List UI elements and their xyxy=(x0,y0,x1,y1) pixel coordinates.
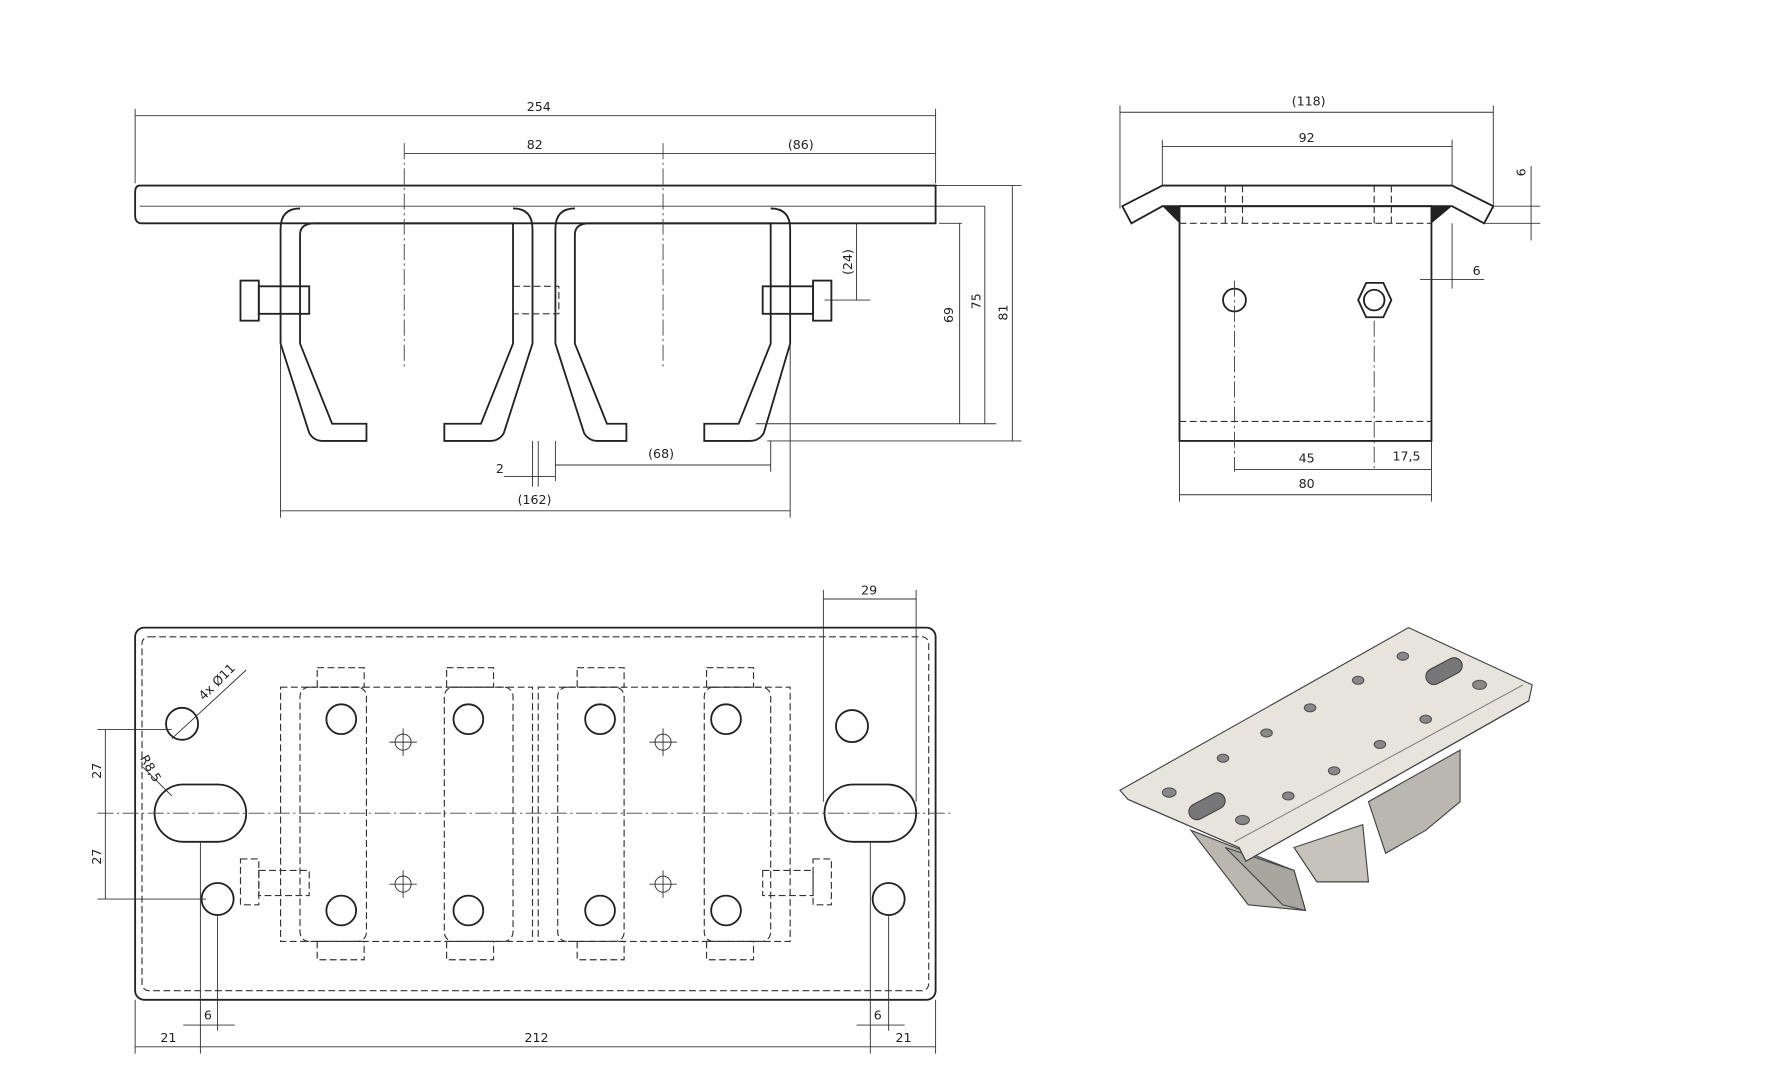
dim-118: (118) xyxy=(1292,93,1326,108)
isometric-view xyxy=(1119,626,1533,912)
mount-hole xyxy=(165,706,200,741)
dim-21-right: 21 xyxy=(896,1030,912,1045)
iso-plate xyxy=(1119,626,1533,863)
dim-80: 80 xyxy=(1299,476,1315,491)
bolt-left xyxy=(257,285,311,315)
dim-81: 81 xyxy=(996,305,1011,321)
dim-6-left: 6 xyxy=(204,1007,212,1022)
mount-hole xyxy=(871,882,906,916)
dim-27-lower: 27 xyxy=(89,849,104,865)
nut-icon xyxy=(1357,281,1393,319)
dim-162: (162) xyxy=(518,492,552,507)
side-view: (118) 92 6 6 45 17,5 80 xyxy=(1119,93,1541,502)
mounting-plate xyxy=(134,184,937,225)
side-body xyxy=(1178,205,1433,442)
dim-75: 75 xyxy=(968,293,983,309)
left-bracket xyxy=(279,207,534,442)
bolt-right xyxy=(761,285,814,315)
top-view: 29 4x Ø11 R8,5 27 27 6 6 21 212 21 xyxy=(89,582,951,1054)
front-view: 254 82 (86) (24) 69 75 81 2 (68) (162) xyxy=(134,99,1022,518)
dim-86: (86) xyxy=(788,137,814,152)
dim-6-offset: 6 xyxy=(1473,263,1481,278)
dim-254: 254 xyxy=(527,99,551,114)
dim-45: 45 xyxy=(1299,451,1315,466)
dim-6-right: 6 xyxy=(874,1007,882,1022)
dim-21-left: 21 xyxy=(160,1030,176,1045)
right-bracket xyxy=(554,207,792,442)
top-plate xyxy=(134,626,937,1001)
mount-hole xyxy=(835,709,869,744)
bolt-head-right-icon xyxy=(812,279,833,322)
dim-6-flange: 6 xyxy=(1513,168,1528,176)
bolt-head-left-icon xyxy=(239,279,260,322)
dim-68: (68) xyxy=(648,446,674,461)
mount-hole xyxy=(200,882,235,916)
dim-2: 2 xyxy=(496,461,504,476)
dim-17-5: 17,5 xyxy=(1393,448,1421,463)
dim-212: 212 xyxy=(524,1030,548,1045)
dim-92: 92 xyxy=(1299,130,1315,145)
dim-24: (24) xyxy=(840,249,855,275)
dim-82: 82 xyxy=(527,137,543,152)
dim-27-upper: 27 xyxy=(89,763,104,779)
dim-69: 69 xyxy=(941,307,956,323)
dim-29: 29 xyxy=(861,582,877,597)
radius-note: R8,5 xyxy=(137,752,164,784)
